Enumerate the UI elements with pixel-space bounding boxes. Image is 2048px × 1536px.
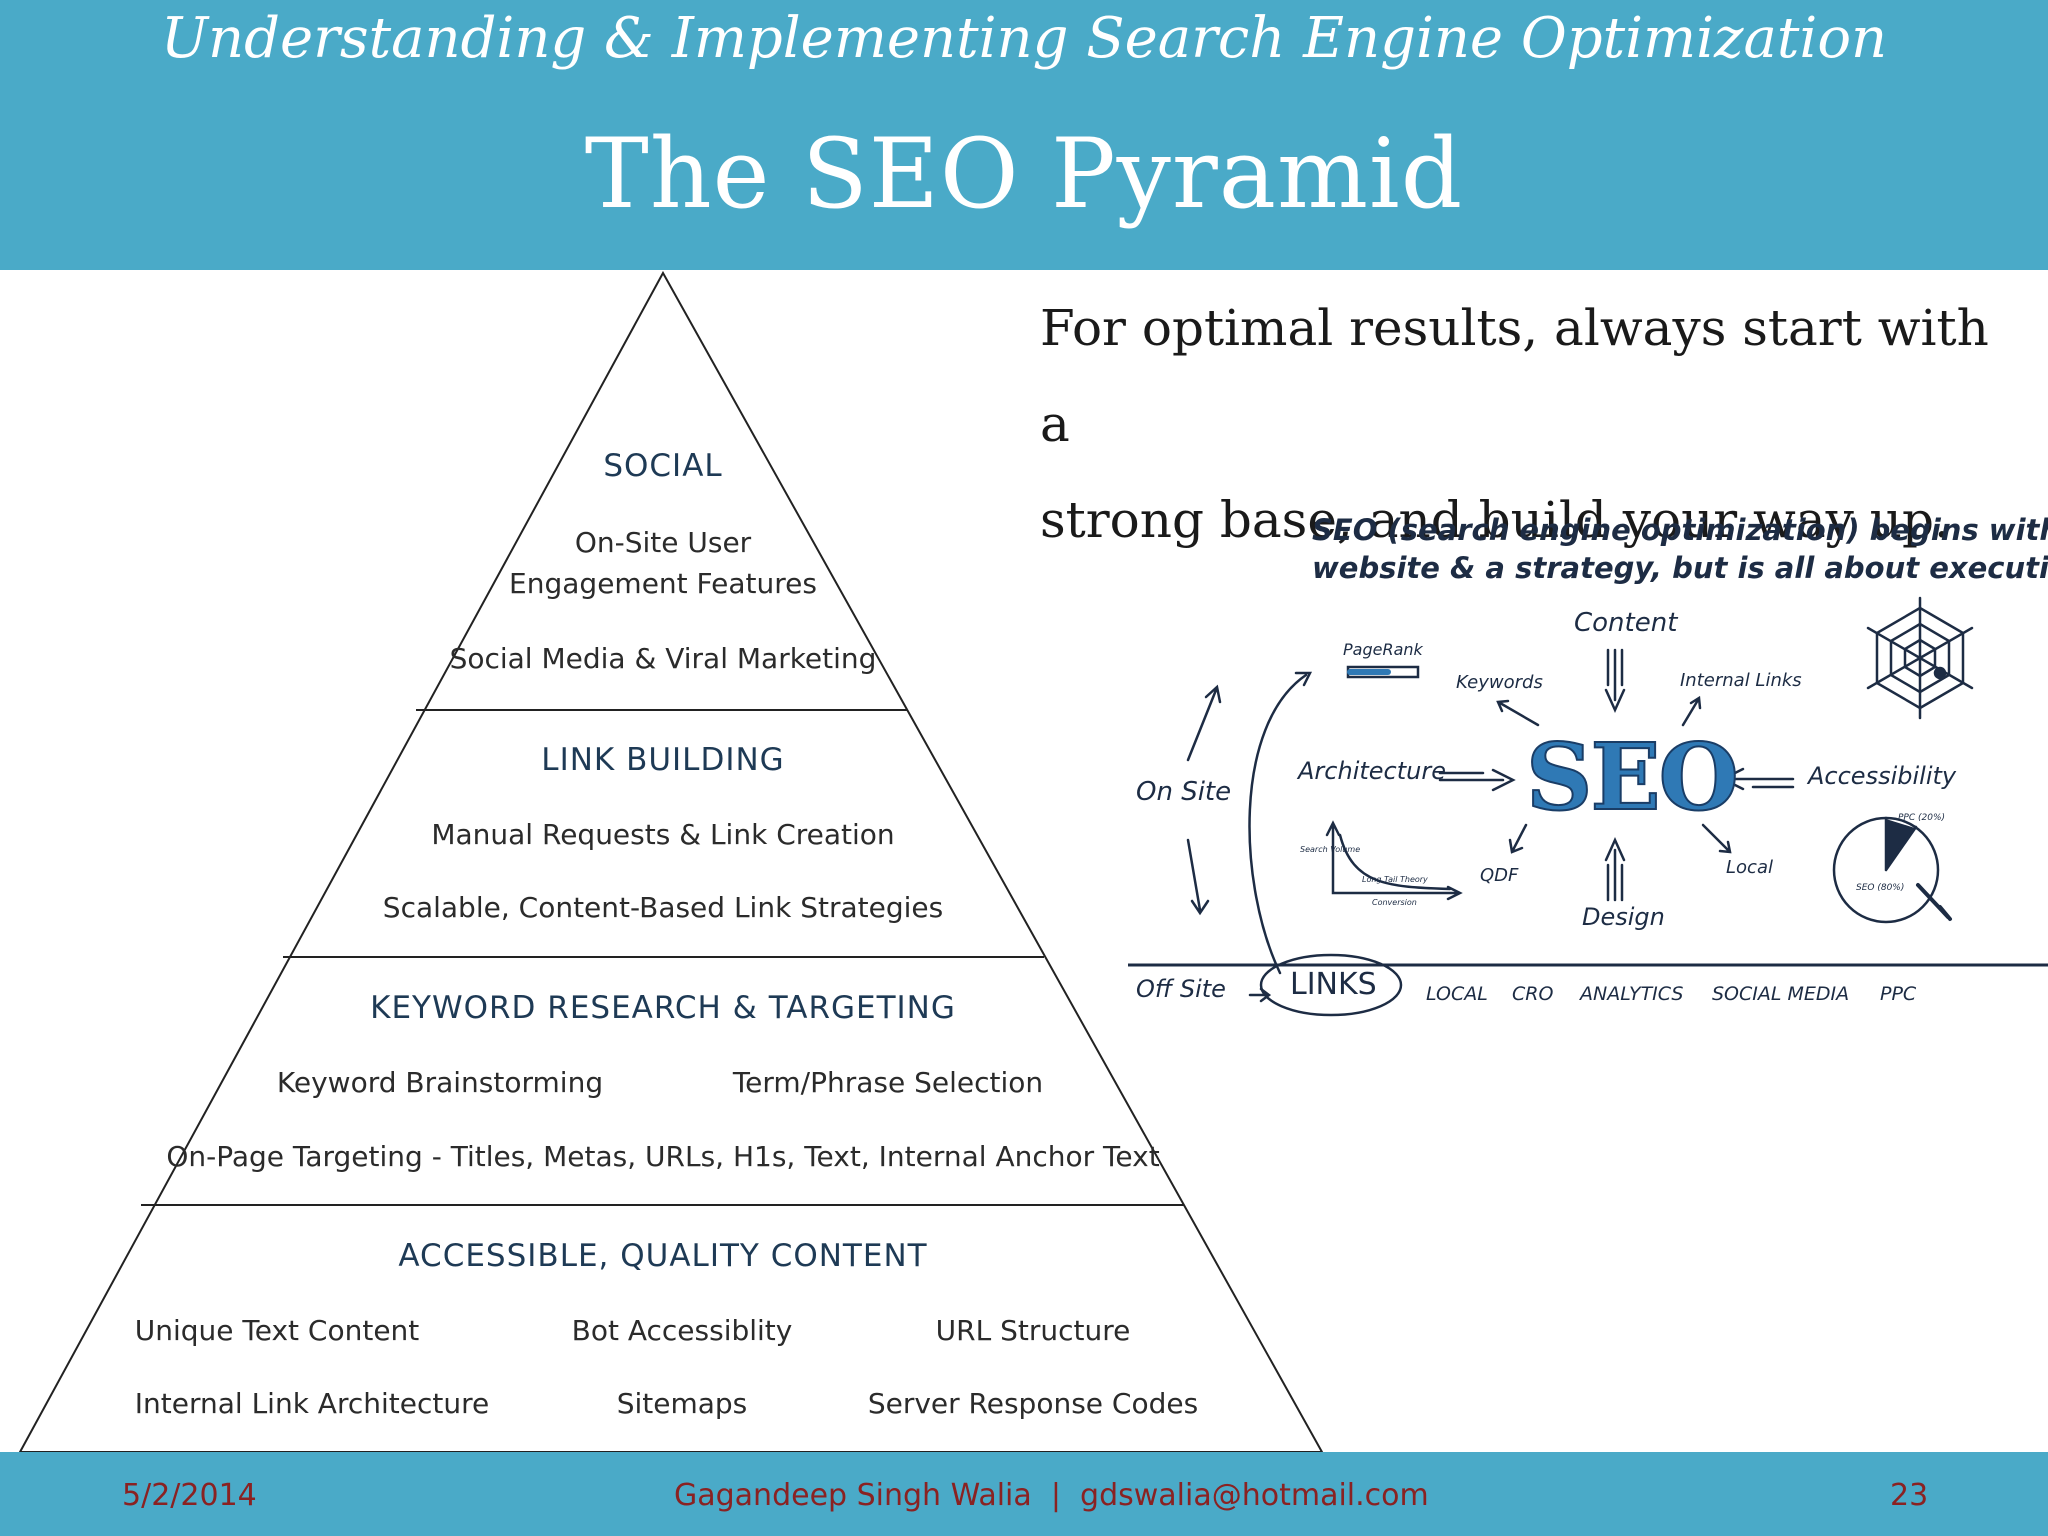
- sketch-label: Long Tail Theory: [1362, 875, 1428, 884]
- pyramid-content-item: Internal Link Architecture: [134, 1387, 490, 1420]
- sketch-label: Design: [1582, 903, 1665, 931]
- slide-footer: [0, 1452, 2048, 1536]
- pyramid-keyword-item: Keyword Brainstorming: [276, 1066, 604, 1099]
- sketch-label: PPC: [1880, 983, 1917, 1005]
- sketch-headline: website & a strategy, but is all about e…: [1312, 551, 2048, 585]
- sketch-label: Local: [1726, 857, 1773, 878]
- pyramid-tier-keyword-heading: KEYWORD RESEARCH & TARGETING: [370, 990, 956, 1026]
- slide-title: The SEO Pyramid: [584, 118, 1464, 230]
- sketch-label: LOCAL: [1426, 983, 1488, 1005]
- sketch-label: Internal Links: [1680, 670, 1802, 691]
- pyramid-tier-content-heading: ACCESSIBLE, QUALITY CONTENT: [398, 1238, 928, 1274]
- sketch-label: SOCIAL MEDIA: [1712, 983, 1850, 1005]
- sketch-seo-center: SEO: [1525, 722, 1740, 832]
- pyramid-content-item: Unique Text Content: [134, 1314, 420, 1347]
- sketch-label: Content: [1574, 608, 1678, 638]
- footer-page-number: 23: [1890, 1478, 1929, 1513]
- sketch-label: On Site: [1136, 777, 1232, 807]
- seo-sketch-illustration: SEO (search engine optimization) begins …: [1128, 505, 2048, 1025]
- footer-author: Gagandeep Singh Walia | gdswalia@hotmail…: [674, 1478, 1429, 1513]
- sketch-label: Conversion: [1372, 898, 1417, 907]
- sketch-headline: SEO (search engine optimization) begins …: [1312, 513, 2048, 547]
- pyramid-keyword-item: Term/Phrase Selection: [732, 1066, 1044, 1099]
- sketch-label: ANALYTICS: [1580, 983, 1684, 1005]
- sketch-label: Keywords: [1456, 672, 1543, 693]
- pyramid-social-item: Engagement Features: [509, 567, 817, 600]
- pyramid-tier-social-heading: SOCIAL: [603, 448, 723, 484]
- pyramid-content-item: URL Structure: [935, 1314, 1131, 1347]
- pyramid-keyword-item: On-Page Targeting - Titles, Metas, URLs,…: [166, 1140, 1160, 1173]
- sketch-label: LINKS: [1290, 967, 1377, 1002]
- pyramid-social-item: On-Site User: [574, 526, 752, 559]
- pyramid-link-item: Scalable, Content-Based Link Strategies: [382, 891, 944, 924]
- sketch-label: PageRank: [1343, 640, 1423, 659]
- intro-line: For optimal results, always start with a: [1040, 299, 1989, 453]
- pyramid-content-item: Sitemaps: [616, 1387, 748, 1420]
- sketch-label: Accessibility: [1808, 762, 1957, 790]
- sketch-label: Search Volume: [1300, 845, 1361, 854]
- footer-date: 5/2/2014: [122, 1478, 257, 1513]
- intro-text: For optimal results, always start with a…: [1040, 280, 2000, 568]
- pyramid-social-item: Social Media & Viral Marketing: [449, 642, 877, 675]
- sketch-label: PPC (20%): [1898, 813, 1946, 823]
- slide-header: Understanding & Implementing Search Engi…: [0, 0, 2048, 270]
- sketch-label: CRO: [1512, 983, 1554, 1005]
- slide-subtitle: Understanding & Implementing Search Engi…: [160, 6, 1888, 71]
- sketch-label: Architecture: [1298, 757, 1446, 785]
- sketch-lines: [1128, 596, 2048, 1017]
- pyramid-content-item: Server Response Codes: [867, 1387, 1199, 1420]
- pyramid-tier-link-building-heading: LINK BUILDING: [541, 742, 785, 778]
- sketch-label: SEO (80%): [1856, 883, 1905, 893]
- intro-line: strong base, and build your way up.: [1040, 491, 1950, 549]
- pyramid-content-item: Bot Accessiblity: [571, 1314, 793, 1347]
- sketch-label: QDF: [1480, 865, 1519, 886]
- pyramid-link-item: Manual Requests & Link Creation: [431, 818, 895, 851]
- sketch-label: Off Site: [1136, 975, 1226, 1003]
